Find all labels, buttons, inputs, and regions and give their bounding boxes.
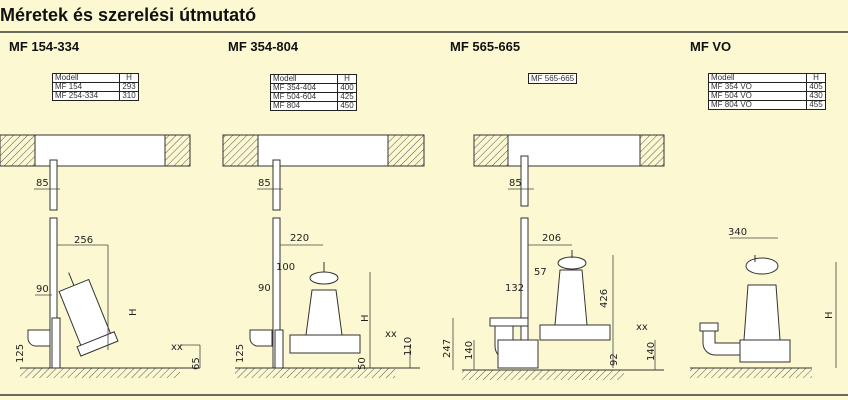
floor bbox=[20, 367, 812, 380]
svg-text:426: 426 bbox=[599, 289, 610, 308]
top-divider bbox=[0, 31, 848, 33]
svg-text:57: 57 bbox=[534, 267, 547, 278]
model-label: MF 565-665 bbox=[528, 73, 578, 84]
svg-text:340: 340 bbox=[728, 227, 747, 238]
section-title: MF VO bbox=[690, 39, 732, 54]
pump bbox=[27, 272, 119, 369]
svg-text:H: H bbox=[824, 311, 835, 319]
svg-text:92: 92 bbox=[609, 353, 620, 366]
svg-text:206: 206 bbox=[542, 233, 561, 244]
svg-text:140: 140 bbox=[646, 342, 657, 361]
svg-text:65: 65 bbox=[191, 357, 202, 370]
svg-text:H: H bbox=[360, 314, 371, 322]
dimension-labels: 85 256 90 H 125 65 xx 85 220 100 90 H 12… bbox=[15, 178, 835, 370]
svg-text:50: 50 bbox=[357, 357, 368, 370]
svg-text:85: 85 bbox=[36, 178, 49, 189]
water-level-icon: xx bbox=[171, 342, 183, 353]
svg-text:247: 247 bbox=[442, 339, 453, 358]
svg-text:125: 125 bbox=[235, 344, 246, 363]
section-title: MF 154-334 bbox=[9, 39, 80, 54]
water-level-icon: xx bbox=[636, 322, 648, 333]
svg-text:256: 256 bbox=[74, 235, 93, 246]
svg-text:90: 90 bbox=[36, 284, 49, 295]
svg-text:140: 140 bbox=[464, 341, 475, 360]
svg-text:132: 132 bbox=[505, 283, 524, 294]
svg-text:100: 100 bbox=[276, 262, 295, 273]
section-title: MF 354-804 bbox=[228, 39, 299, 54]
svg-text:H: H bbox=[128, 308, 139, 316]
svg-text:90: 90 bbox=[258, 283, 271, 294]
pump bbox=[489, 250, 611, 369]
water-level-icon: xx bbox=[385, 329, 397, 340]
dimension-lines bbox=[34, 188, 837, 370]
section-title: MF 565-665 bbox=[450, 39, 521, 54]
page-title: Méretek és szerelési útmutató bbox=[0, 5, 257, 25]
pump bbox=[699, 255, 791, 363]
pump bbox=[249, 262, 361, 369]
ceiling-slab bbox=[0, 134, 665, 167]
svg-text:110: 110 bbox=[403, 337, 414, 356]
svg-text:85: 85 bbox=[509, 178, 522, 189]
svg-text:125: 125 bbox=[15, 344, 26, 363]
svg-text:220: 220 bbox=[290, 233, 309, 244]
bottom-divider bbox=[0, 394, 848, 396]
svg-text:85: 85 bbox=[258, 178, 271, 189]
